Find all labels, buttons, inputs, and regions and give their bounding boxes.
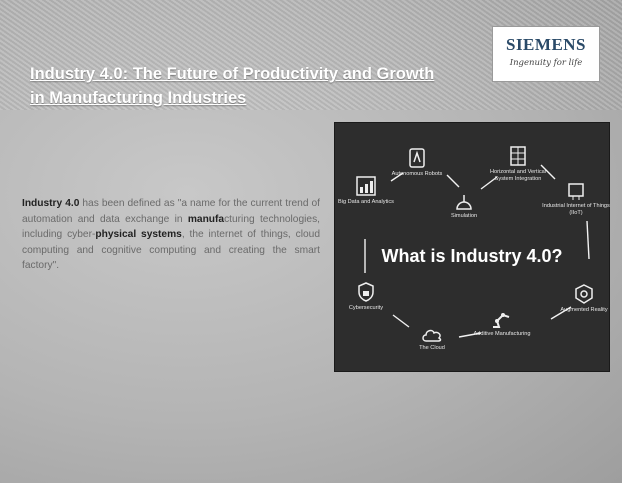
slide-title: Industry 4.0: The Future of Productivity…: [30, 65, 435, 107]
cycle-arrows: [364, 164, 590, 338]
node-label: Horizontal and Vertical System Integrati…: [490, 169, 546, 182]
node-additive-manufacturing: Additive Manufacturing: [467, 307, 537, 338]
diagram-title: What is Industry 4.0?: [381, 246, 563, 266]
server-grid-icon: [510, 146, 526, 166]
siemens-logo: SIEMENS Ingenuity for life: [492, 26, 600, 82]
node-label: Autonomous Robots: [391, 171, 443, 177]
chart-icon: [356, 176, 376, 196]
definition-emphasis-1: manufa: [187, 213, 225, 225]
logo-wordmark: SIEMENS: [505, 35, 587, 54]
logo-tagline: Ingenuity for life: [509, 58, 583, 68]
term-industry-4: Industry 4.0: [22, 198, 80, 209]
ar-icon: [575, 284, 593, 304]
node-label: Additive Manufacturing: [473, 331, 531, 337]
simulation-icon: [456, 195, 472, 210]
robot-tablet-icon: [409, 148, 425, 168]
shield-lock-icon: [358, 282, 374, 302]
industry-4-diagram: What is Industry 4.0? Big Data and Analy…: [334, 122, 610, 372]
node-label: Simulation: [450, 213, 478, 219]
node-simulation: Simulation: [429, 193, 499, 220]
node-the-cloud: The Cloud: [397, 327, 467, 352]
node-autonomous-robots: Autonomous Robots: [382, 147, 452, 178]
definition-part-2: cturing technologies, including cyber-: [22, 213, 320, 241]
node-augmented-reality: Augmented Reality: [549, 283, 619, 314]
node-label: The Cloud: [419, 345, 445, 351]
cloud-icon: [422, 329, 442, 342]
node-label: Cybersecurity: [348, 305, 384, 311]
definition-paragraph: Industry 4.0 has been defined as "a name…: [22, 196, 320, 274]
robot-arm-icon: [493, 313, 510, 328]
node-label: Big Data and Analytics: [338, 199, 394, 205]
iot-device-icon: [568, 183, 584, 200]
node-big-data: Big Data and Analytics: [331, 175, 401, 206]
node-label: Industrial Internet of Things (IIoT): [542, 203, 610, 216]
definition-part-3: , the internet of things, cloud computin…: [22, 229, 320, 272]
node-system-integration: Horizontal and Vertical System Integrati…: [483, 145, 553, 183]
node-iiot: Industrial Internet of Things (IIoT): [541, 181, 611, 217]
definition-emphasis-2: physical systems: [95, 229, 182, 241]
node-cybersecurity: Cybersecurity: [331, 281, 401, 312]
definition-part-1: has been defined as "a name for the curr…: [22, 198, 320, 225]
node-label: Augmented Reality: [560, 307, 608, 313]
